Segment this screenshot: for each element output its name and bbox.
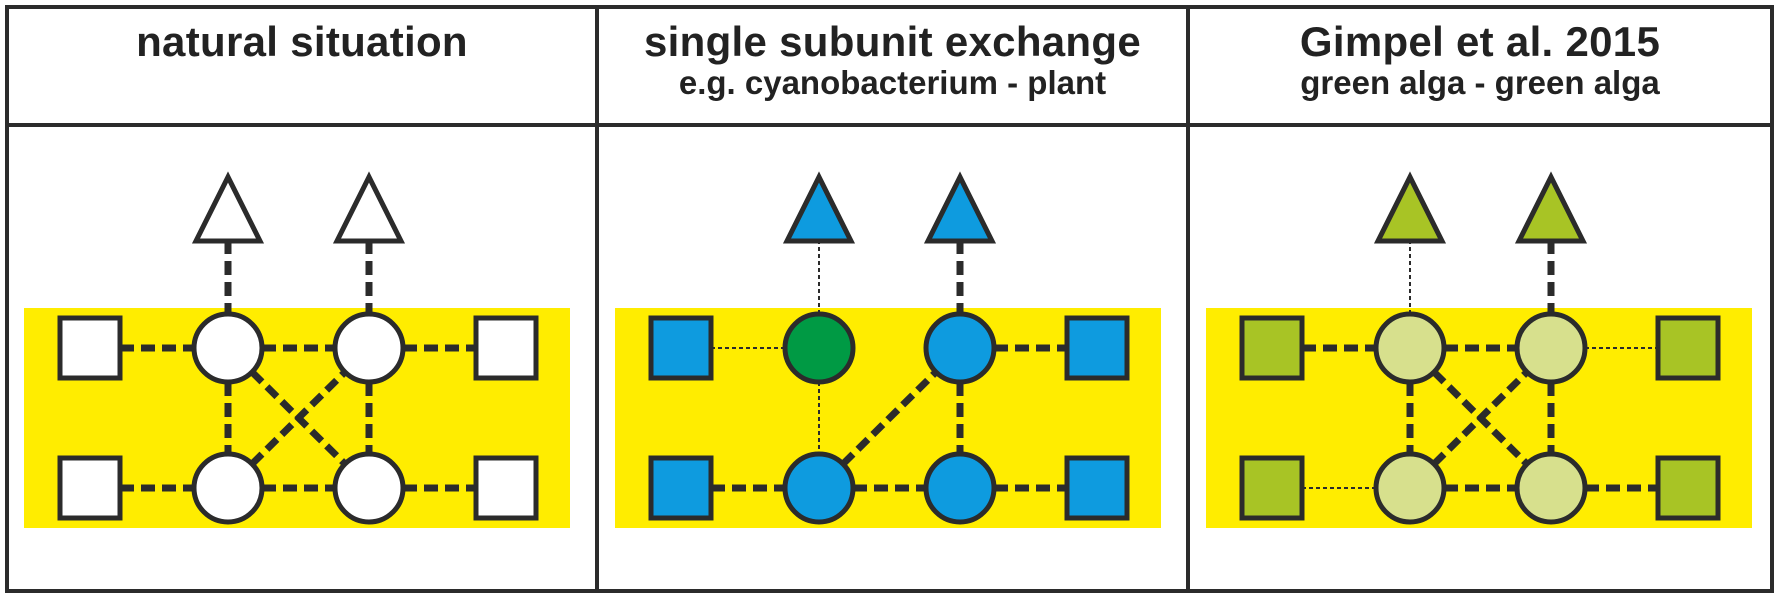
panel-divider-1	[595, 9, 599, 589]
panel-subtitle: green alga - green alga	[1300, 64, 1660, 101]
square-subunit	[1064, 315, 1130, 381]
circle-subunit	[923, 451, 997, 525]
link-line	[249, 369, 348, 467]
link-line	[1431, 369, 1530, 467]
header-single-exchange: single subunit exchange e.g. cyanobacter…	[599, 9, 1186, 123]
square-subunit	[648, 315, 714, 381]
panel-title: single subunit exchange	[644, 18, 1141, 65]
square-subunit	[57, 455, 123, 521]
triangle-subunit	[191, 171, 265, 244]
triangle-subunit	[1373, 171, 1447, 244]
circle-subunit	[1373, 311, 1447, 385]
square-subunit	[473, 315, 539, 381]
circle-subunit	[923, 311, 997, 385]
panel-divider-2	[1186, 9, 1190, 589]
circle-subunit	[191, 451, 265, 525]
circle-subunit	[1514, 451, 1588, 525]
triangle-subunit	[782, 171, 856, 244]
link-line	[840, 369, 939, 467]
triangle-subunit	[332, 171, 406, 244]
square-subunit	[1655, 315, 1721, 381]
square-subunit	[648, 455, 714, 521]
square-subunit	[1064, 455, 1130, 521]
square-subunit	[473, 455, 539, 521]
square-subunit	[1239, 315, 1305, 381]
circle-subunit	[332, 451, 406, 525]
square-subunit	[57, 315, 123, 381]
header-gimpel: Gimpel et al. 2015 green alga - green al…	[1190, 9, 1770, 123]
circle-subunit	[191, 311, 265, 385]
square-subunit	[1655, 455, 1721, 521]
square-subunit	[1239, 455, 1305, 521]
panel-title: natural situation	[136, 18, 468, 65]
triangle-subunit	[1514, 171, 1588, 244]
triangle-subunit	[923, 171, 997, 244]
panel-subtitle: e.g. cyanobacterium - plant	[678, 64, 1107, 101]
circle-subunit	[332, 311, 406, 385]
header-divider	[9, 123, 1770, 127]
circle-subunit	[782, 311, 856, 385]
circle-subunit	[1373, 451, 1447, 525]
header-natural: natural situation	[9, 9, 595, 123]
panel-title: Gimpel et al. 2015	[1299, 18, 1661, 65]
circle-subunit	[1514, 311, 1588, 385]
circle-subunit	[782, 451, 856, 525]
